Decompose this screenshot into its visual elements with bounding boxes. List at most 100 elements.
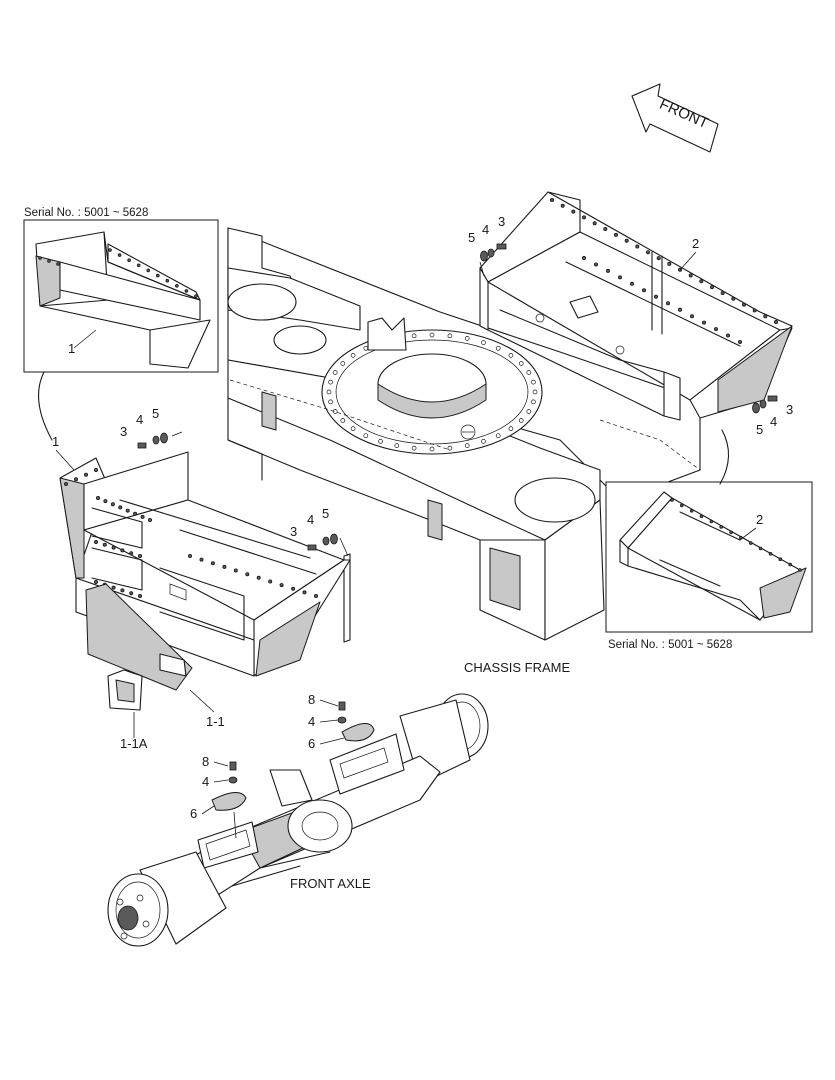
ring-bolt-hole (378, 439, 383, 444)
right-tray-callout: 2 (692, 236, 699, 251)
bolt-hole (592, 221, 597, 226)
bolt-hole (222, 564, 227, 569)
bolt-hole (731, 296, 736, 301)
axle-lower-plate-callout: 6 (190, 806, 197, 821)
bolt-hole (165, 278, 170, 283)
axle-lower-washer-callout: 4 (202, 774, 209, 789)
axle-upper-hardware: 8 4 6 (308, 692, 375, 751)
bolt-hole (726, 333, 731, 338)
bolt-hole (147, 518, 152, 523)
bolt-hole (630, 281, 635, 286)
left-nut (160, 432, 168, 444)
bolt-hole (614, 232, 619, 237)
bolt-hole (798, 568, 802, 572)
axle-lower-plate (211, 792, 247, 811)
bolt-hole (689, 508, 694, 513)
ring-bolt-hole (447, 333, 453, 339)
right-top-nut (480, 250, 488, 262)
bolt-hole (710, 285, 715, 290)
bolt-hole (571, 209, 576, 214)
right-top-bolt (496, 243, 507, 250)
left-bolt-callout: 3 (120, 424, 127, 439)
center-bolt (307, 544, 317, 551)
bolt-hole (594, 262, 599, 267)
bolt-hole (550, 197, 555, 202)
ring-bolt-hole (495, 433, 501, 439)
bolt-hole (74, 477, 79, 482)
ring-bolt-hole (531, 399, 536, 405)
ring-bolt-hole (508, 426, 514, 431)
bolt-hole (120, 588, 125, 593)
axle-upper-bolt (338, 701, 346, 711)
bolt-hole (110, 502, 115, 507)
ring-bolt-hole (332, 409, 338, 414)
bolt-hole (47, 259, 51, 263)
bolt-hole (118, 505, 123, 510)
right-side-nut-callout: 5 (756, 422, 763, 437)
right-top-washer-callout: 4 (482, 222, 489, 237)
bolt-hole (729, 530, 733, 535)
bolt-hole (656, 256, 661, 261)
bolt-hole (582, 215, 587, 220)
axle-upper-washer-callout: 4 (308, 714, 315, 729)
bolt-hole (560, 203, 565, 208)
right-inset-serial-label: Serial No. : 5001 ~ 5628 (608, 639, 732, 651)
bolt-hole (125, 508, 130, 513)
axle-upper-bolt-callout: 8 (308, 692, 315, 707)
ring-bolt-hole (518, 361, 524, 366)
bolt-hole (199, 557, 204, 562)
bolt-hole (146, 268, 151, 273)
ring-bolt-hole (526, 409, 532, 414)
ring-bolt-hole (411, 333, 417, 339)
center-nut (330, 533, 338, 545)
bolt-hole (666, 301, 671, 306)
bolt-hole (719, 525, 723, 529)
bolt-hole (624, 238, 629, 243)
bolt-hole (313, 594, 318, 599)
right-side-washer-callout: 4 (770, 414, 777, 429)
ring-bolt-hole (340, 418, 346, 423)
bolt-hole (646, 250, 651, 255)
center-washer-callout: 4 (307, 512, 314, 527)
bolt-hole (699, 279, 704, 284)
bolt-hole (102, 542, 107, 547)
bolt-hole (748, 541, 753, 545)
ring-bolt-hole (508, 353, 514, 358)
ring-bolt-hole (464, 336, 470, 341)
bolt-hole (38, 256, 42, 260)
bolt-hole (120, 548, 125, 553)
left-serial-inset: Serial No. : 5001 ~ 5628 1 (23, 207, 219, 373)
bolt-hole (667, 261, 672, 266)
bolt-hole (742, 302, 747, 307)
right-inset-callout: 2 (756, 512, 763, 527)
bracket-callout: 1-1A (120, 736, 148, 751)
axle-lower-bolt (229, 761, 237, 771)
ring-bolt-hole (394, 443, 400, 448)
bolt-hole (738, 339, 743, 344)
left-inset-bolt-row (38, 248, 198, 298)
bolt-hole (291, 586, 296, 591)
bolt-hole (618, 275, 623, 280)
right-serial-inset: Serial No. : 5001 ~ 5628 2 (605, 481, 813, 651)
ring-bolt-hole (429, 332, 435, 338)
bolt-hole (758, 546, 763, 551)
bolt-hole (279, 583, 284, 588)
bolt-hole (133, 511, 138, 516)
bolt-hole (84, 472, 89, 477)
bolt-hole (94, 540, 99, 545)
left-tray-cover: 1-1 (85, 583, 225, 729)
left-tray-bolt-row (64, 467, 318, 599)
bolt-hole (108, 248, 112, 252)
right-side-bolt-callout: 3 (786, 402, 793, 417)
bolt-hole (752, 308, 757, 313)
ring-bolt-hole (464, 443, 470, 448)
left-nut-callout: 5 (152, 406, 159, 421)
bolt-hole (709, 519, 714, 524)
left-bolt (137, 442, 147, 449)
cover-callout: 1-1 (206, 714, 225, 729)
bolt-hole (268, 579, 273, 584)
right-top-nut-callout: 5 (468, 230, 475, 245)
right-side-nut (752, 402, 760, 414)
bolt-hole (690, 314, 695, 319)
bolt-hole (763, 314, 768, 319)
